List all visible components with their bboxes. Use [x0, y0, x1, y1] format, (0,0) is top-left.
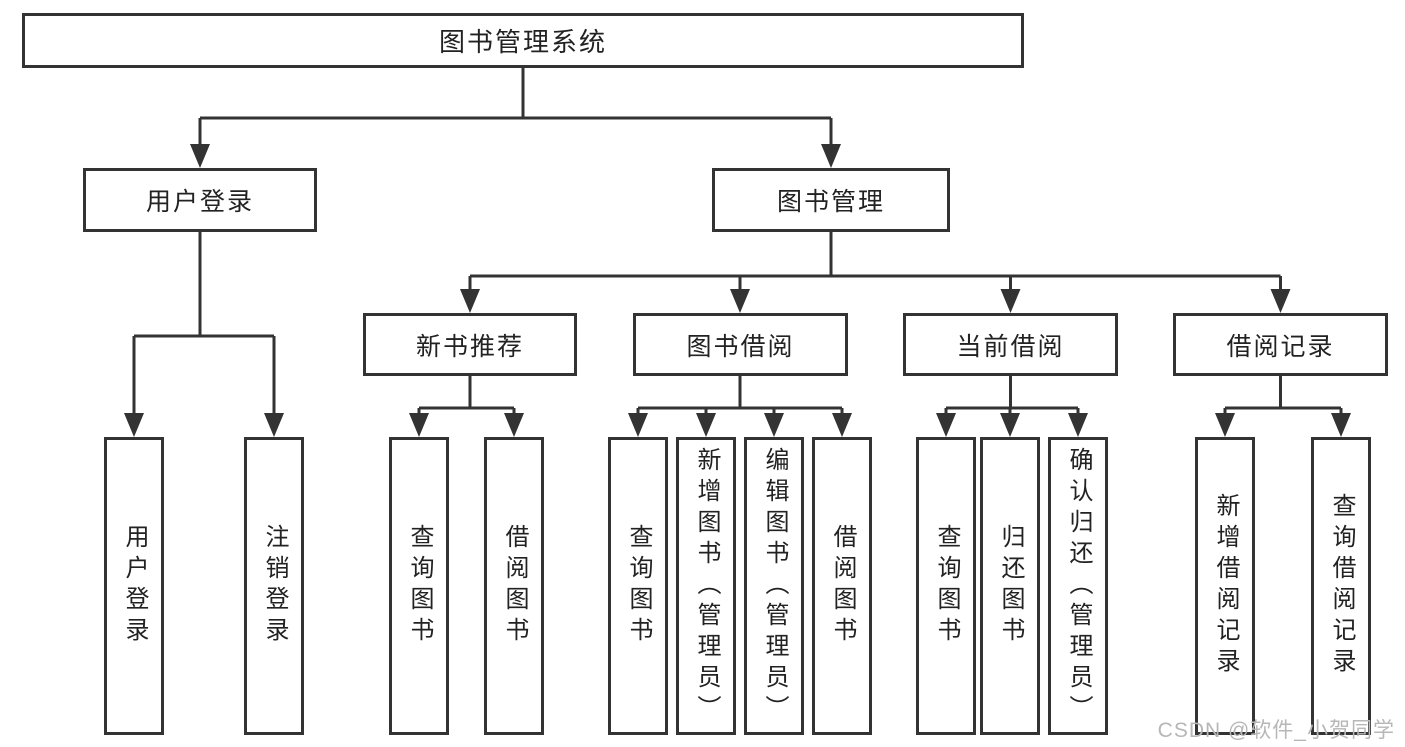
node-label: 新书推荐 — [415, 332, 524, 361]
node-user-login-branch: 用户登录 — [83, 168, 317, 232]
node-root-system: 图书管理系统 — [22, 13, 1024, 68]
node-label: 图书管理系统 — [438, 27, 607, 57]
node-leaf-add-borrow-record: 新增借阅记录 — [1195, 437, 1255, 735]
node-borrow-records: 借阅记录 — [1173, 313, 1388, 376]
node-label: 新增图书（管理员） — [693, 446, 720, 726]
node-label: 注销登录 — [261, 524, 288, 648]
node-leaf-return-books: 归还图书 — [980, 437, 1040, 735]
node-current-borrowing: 当前借阅 — [903, 313, 1118, 376]
node-leaf-borrow-books-recommend: 借阅图书 — [484, 437, 544, 735]
node-label: 归还图书 — [997, 524, 1024, 648]
node-label: 查询图书 — [933, 524, 960, 648]
node-new-book-recommend: 新书推荐 — [363, 313, 577, 376]
node-label: 借阅图书 — [501, 524, 528, 648]
node-leaf-confirm-return-admin: 确认归还（管理员） — [1048, 437, 1108, 735]
node-leaf-logout: 注销登录 — [244, 437, 304, 735]
node-leaf-user-login: 用户登录 — [104, 437, 164, 735]
node-label: 图书管理 — [776, 188, 885, 216]
node-leaf-query-books-borrowing: 查询图书 — [608, 437, 668, 735]
node-leaf-query-borrow-record: 查询借阅记录 — [1311, 437, 1371, 735]
node-label: 当前借阅 — [956, 332, 1065, 361]
connector-lines — [132, 68, 1343, 416]
node-leaf-edit-books-admin: 编辑图书（管理员） — [744, 437, 804, 735]
node-leaf-borrow-books: 借阅图书 — [812, 437, 872, 735]
node-label: 查询图书 — [406, 524, 433, 648]
node-label: 借阅记录 — [1226, 332, 1335, 361]
node-book-management-branch: 图书管理 — [712, 168, 950, 232]
node-label: 编辑图书（管理员） — [761, 446, 788, 726]
node-label: 图书借阅 — [686, 332, 795, 361]
node-leaf-query-books-recommend: 查询图书 — [389, 437, 449, 735]
arrowheads — [124, 144, 1351, 437]
node-leaf-add-books-admin: 新增图书（管理员） — [676, 437, 736, 735]
node-label: 用户登录 — [121, 524, 148, 648]
csdn-watermark: CSDN @软件_小贺同学 — [1157, 719, 1395, 742]
node-book-borrowing: 图书借阅 — [633, 313, 848, 376]
node-label: 查询借阅记录 — [1328, 493, 1355, 679]
node-label: 借阅图书 — [829, 524, 856, 648]
node-label: 查询图书 — [625, 524, 652, 648]
node-label: 新增借阅记录 — [1212, 493, 1239, 679]
node-label: 确认归还（管理员） — [1065, 446, 1092, 726]
node-leaf-query-books-current: 查询图书 — [916, 437, 976, 735]
node-label: 用户登录 — [145, 188, 254, 216]
